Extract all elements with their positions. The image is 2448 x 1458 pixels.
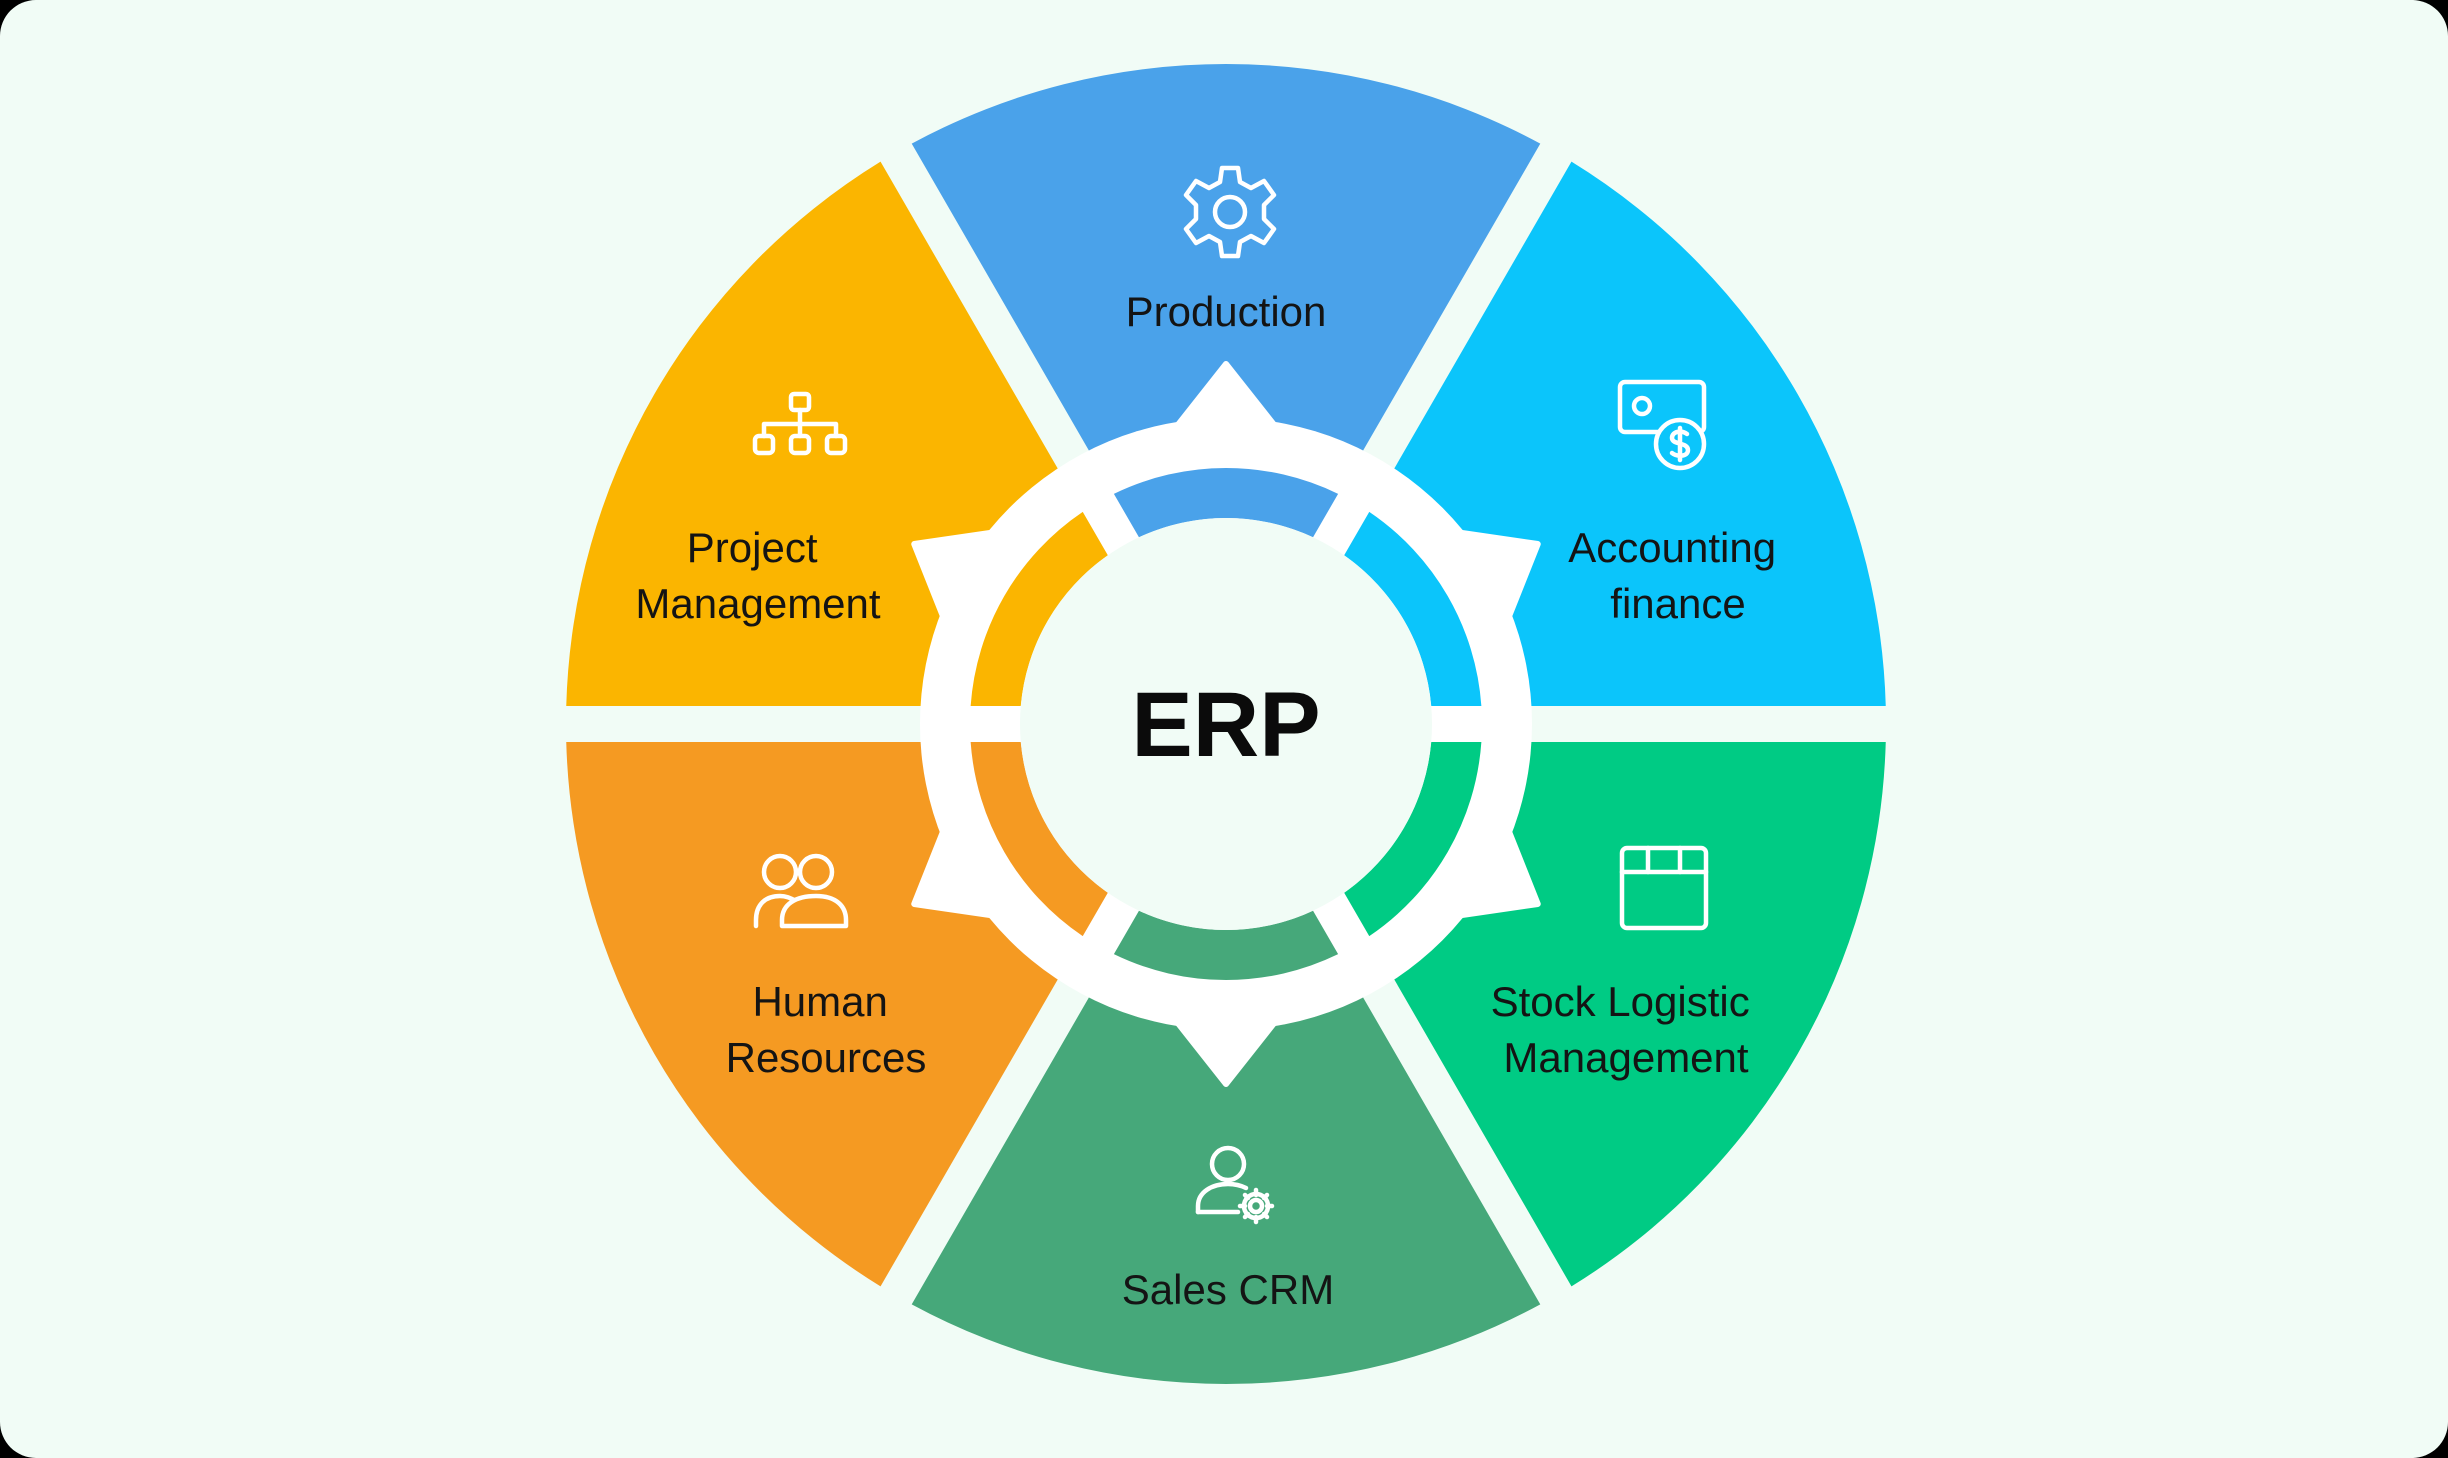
segment-sales-crm[interactable]: Sales CRM [1122,1145,1334,1313]
users-icon [753,853,849,929]
money-icon [1617,379,1707,471]
segment-stock-logistic-management[interactable]: Stock Logistic Management [1491,845,1762,1081]
gear-tooth [1438,526,1541,638]
outer-sector-sales [911,992,1541,1384]
segment-label: Stock Logistic Management [1491,978,1762,1081]
segment-label: Human Resources [726,978,927,1081]
gear-tooth [1438,810,1541,922]
outer-sector-production [911,63,1541,456]
inner-arc-hr [970,741,1108,937]
inner-arc-stock [1344,741,1482,937]
box-icon [1619,845,1709,931]
gear-icon [1183,165,1277,259]
inner-arc-accounting [1344,511,1482,707]
segment-production[interactable]: Production [1126,165,1327,335]
segment-label: Project Management [635,524,880,627]
center-core [1020,518,1432,930]
inner-arc-sales [1113,910,1339,980]
center-title: ERP [1131,674,1320,776]
org-chart-icon [752,391,848,456]
segment-label: Sales CRM [1122,1266,1334,1313]
segment-accounting-finance[interactable]: Accounting finance [1568,379,1787,627]
inner-ring [970,467,1482,980]
segment-project-management[interactable]: Project Management [635,391,881,627]
segment-label: Production [1126,288,1327,335]
inner-arc-project [970,511,1108,707]
inner-arc-production [1113,467,1339,538]
user-settings-icon [1195,1145,1275,1225]
gear-tooth [911,810,1014,922]
gear-tooth [911,526,1014,638]
segment-label: Accounting finance [1568,524,1787,627]
gear-tooth [1162,1004,1290,1087]
segment-human-resources[interactable]: Human Resources [726,853,927,1081]
gear-tooth [1162,361,1290,444]
